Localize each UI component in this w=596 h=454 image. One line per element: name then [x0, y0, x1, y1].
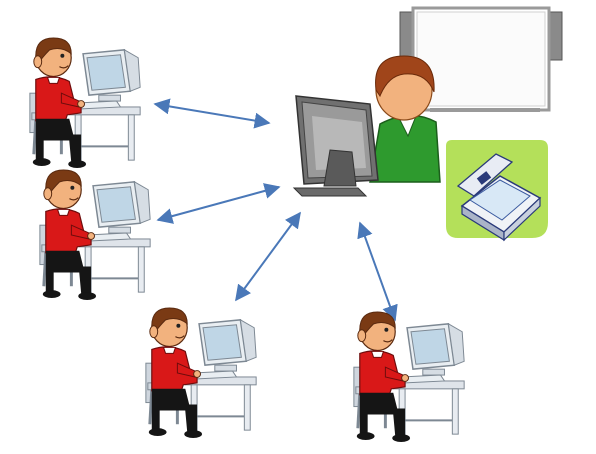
student-workstation-4 — [352, 310, 466, 444]
student-workstation-2 — [38, 168, 152, 302]
student-workstation-1 — [28, 36, 142, 170]
arrow-teacher-student-1 — [153, 98, 271, 129]
scanner — [446, 140, 548, 242]
teacher-workstation — [292, 55, 441, 197]
arrow-teacher-student-4 — [357, 221, 398, 322]
arrow-teacher-student-3 — [235, 211, 301, 302]
interactive-whiteboard — [399, 6, 563, 118]
student-workstation-3 — [144, 306, 258, 440]
arrow-teacher-student-2 — [156, 183, 281, 224]
